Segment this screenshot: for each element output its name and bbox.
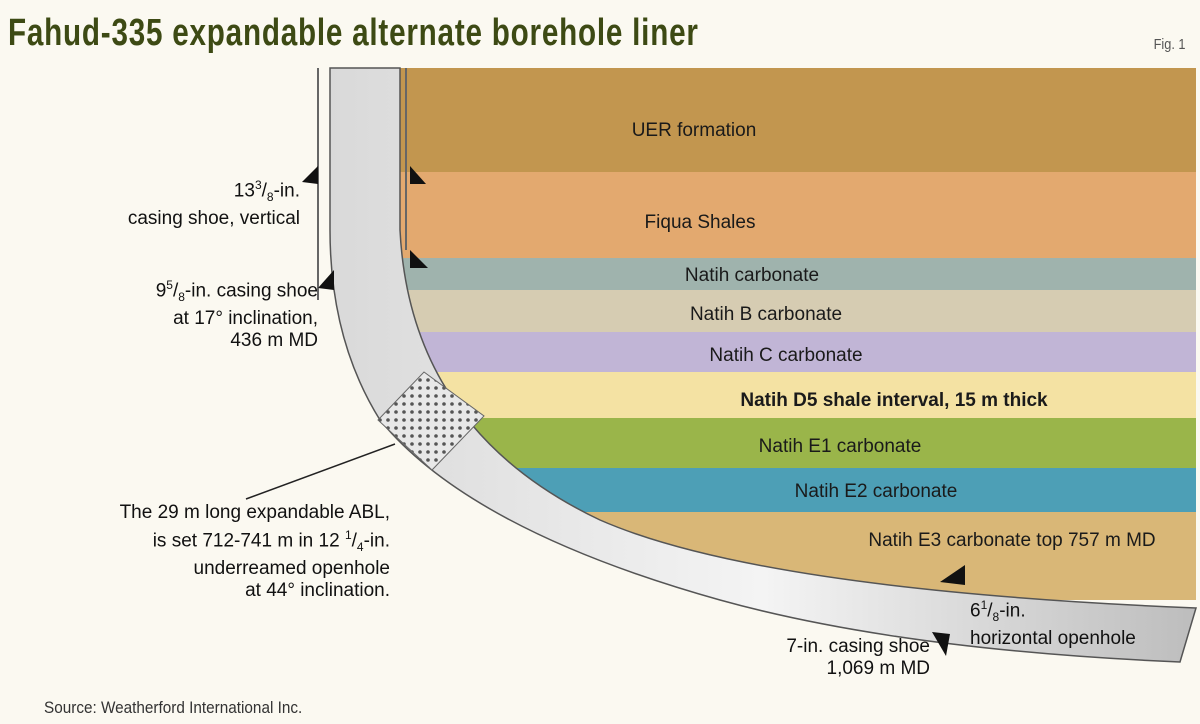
casing-shoe-9-marker — [318, 270, 334, 290]
layer-label-0: UER formation — [632, 120, 757, 141]
layer-label-5: Natih D5 shale interval, 15 m thick — [740, 390, 1048, 411]
layer-label-6: Natih E1 carbonate — [759, 436, 922, 457]
abl-label: The 29 m long expandable ABL, is set 712… — [60, 502, 390, 602]
abl-size-num: 1 — [344, 528, 352, 542]
casing-shoe-13-label: 133/8-in. casing shoe, vertical — [90, 174, 300, 230]
layer-label-3: Natih B carbonate — [690, 304, 842, 325]
casing-9-line3: 436 m MD — [230, 330, 318, 352]
casing-shoe-13-marker-right — [410, 166, 426, 184]
casing-shoe-7-marker-top — [940, 565, 965, 585]
casing-13-size-num: 3 — [254, 178, 262, 192]
casing-9-line2: at 17° inclination, — [173, 308, 318, 330]
openhole-6-suffix: -in. — [999, 600, 1026, 622]
abl-size-den: 4 — [356, 540, 364, 555]
openhole-6-size-num: 1 — [980, 598, 988, 612]
casing-shoe-7-marker-bottom — [932, 632, 950, 656]
abl-line2-prefix: is set 712-741 m in 12 — [152, 530, 340, 552]
expandable-liner-mesh — [377, 371, 485, 471]
layer-band-4 — [400, 332, 1196, 372]
layer-band-3 — [400, 290, 1196, 332]
casing-9-size-num: 5 — [166, 278, 173, 292]
layer-band-1 — [400, 172, 1196, 258]
openhole-6-size-whole: 6 — [970, 600, 981, 622]
casing-13-size-den: 8 — [266, 190, 274, 205]
casing-7-line2: 1,069 m MD — [826, 658, 930, 679]
casing-13-line2: casing shoe, vertical — [127, 208, 300, 230]
layer-label-2: Natih carbonate — [685, 265, 819, 286]
layer-band-0 — [400, 68, 1196, 172]
figure-number: Fig. 1 — [1154, 36, 1186, 53]
casing-shoe-7-label: 7-in. casing shoe 1,069 m MD — [700, 636, 930, 680]
casing-shoe-13-marker — [302, 166, 318, 184]
abl-line4: at 44° inclination. — [245, 580, 390, 602]
layer-label-1: Fiqua Shales — [645, 212, 756, 233]
casing-7-line1: 7-in. casing shoe — [786, 636, 930, 657]
layer-label-4: Natih C carbonate — [709, 345, 862, 366]
source-note: Source: Weatherford International Inc. — [44, 698, 303, 717]
casing-9-suffix: -in. casing shoe — [184, 280, 318, 302]
casing-9-size-den: 8 — [178, 290, 185, 305]
layer-label-7: Natih E2 carbonate — [795, 481, 958, 502]
wellbore — [245, 67, 1197, 663]
casing-13-suffix: -in. — [273, 180, 300, 202]
abl-line2-suffix: -in. — [363, 530, 390, 552]
casing-9-size-whole: 9 — [155, 280, 167, 302]
openhole-6-line2: horizontal openhole — [970, 628, 1136, 650]
openhole-6-size-den: 8 — [992, 610, 1000, 625]
casing-13-size-whole: 13 — [233, 180, 255, 202]
layer-band-2 — [400, 258, 1196, 290]
abl-line1: The 29 m long expandable ABL, — [119, 502, 390, 523]
abl-line3: underreamed openhole — [193, 558, 391, 580]
figure-title: Fahud-335 expandable alternate borehole … — [8, 12, 699, 54]
casing-shoe-9-label: 95/8-in. casing shoe at 17° inclination,… — [70, 274, 318, 352]
layer-band-6 — [400, 418, 1196, 468]
layer-band-5 — [400, 372, 1196, 418]
layer-label-8: Natih E3 carbonate top 757 m MD — [868, 530, 1155, 551]
casing-shoe-9-marker-right — [410, 250, 428, 268]
openhole-6-label: 61/8-in. horizontal openhole — [970, 594, 1170, 650]
